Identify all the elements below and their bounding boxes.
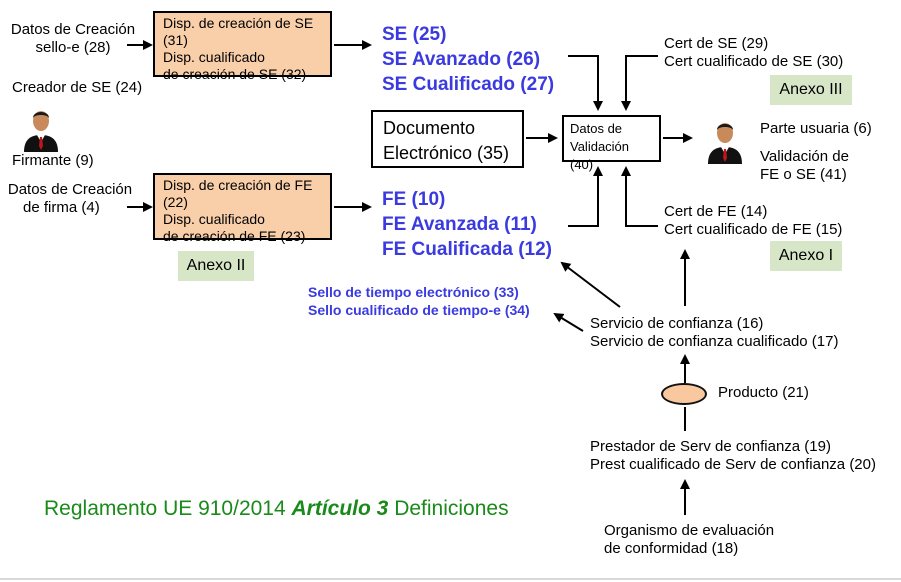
disp-fe-line3: de creación de FE (23) [163, 228, 306, 244]
sello-tiempo-33: Sello de tiempo electrónico (33) [308, 284, 519, 300]
fe-cualificada-12: FE Cualificada (12) [382, 239, 552, 260]
cert-se-label: Cert de SE (29) Cert cualificado de SE (… [664, 35, 843, 71]
datos-validacion-line1: Datos de [570, 121, 623, 136]
disp-creacion-se-box: Disp. de creación de SE (31) Disp. cuali… [153, 11, 332, 82]
cert-se-29: Cert de SE (29) [664, 35, 769, 52]
organismo-line2: de conformidad (18) [604, 540, 739, 557]
documento-line2: Electrónico (35) [383, 143, 510, 163]
prest-cualificado-20: Prest cualificado de Serv de confianza (… [590, 456, 876, 473]
disp-creacion-fe-box: Disp. de creación de FE (22) Disp. cuali… [153, 173, 332, 244]
disp-se-line2: Disp. cualificado [163, 49, 265, 65]
servicio-confianza-cualificado-17: Servicio de confianza cualificado (17) [590, 333, 839, 350]
servicio-confianza-16: Servicio de confianza (16) [590, 315, 764, 332]
arrow-servicio-sello [553, 312, 584, 332]
validacion-line1: Validación de [760, 148, 849, 165]
creador-se-label: Creador de SE (24) [12, 79, 143, 96]
cert-fe-14: Cert de FE (14) [664, 203, 768, 220]
se-avanzado-26: SE Avanzado (26) [382, 49, 541, 70]
producto-ellipse [661, 383, 707, 405]
se-cualificado-27: SE Cualificado (27) [382, 74, 555, 95]
title-part3: Definiciones [388, 497, 509, 520]
bottom-divider [0, 578, 901, 580]
reglamento-title: Reglamento UE 910/2014 Artículo 3 Defini… [44, 497, 509, 521]
servicio-confianza-label: Servicio de confianza (16) Servicio de c… [590, 315, 838, 351]
organismo-label: Organismo de evaluación de conformidad (… [604, 522, 774, 558]
parte-usuaria-person-icon [706, 118, 744, 169]
organismo-line1: Organismo de evaluación [604, 522, 775, 539]
cert-fe-label: Cert de FE (14) Cert cualificado de FE (… [664, 203, 842, 239]
title-articulo: Artículo 3 [291, 497, 389, 520]
disp-fe-line1: Disp. de creación de FE (22) [163, 177, 313, 210]
arrow-cert-se-validacion [621, 55, 658, 111]
documento-electronico-box: Documento Electrónico (35) [371, 110, 524, 168]
anexo-i-badge: Anexo I [770, 241, 842, 271]
firmante-person-icon [22, 106, 60, 157]
disp-se-line1: Disp. de creación de SE (31) [163, 15, 314, 48]
prestador-19: Prestador de Serv de confianza (19) [590, 438, 831, 455]
anexo-iii-badge: Anexo III [770, 75, 852, 105]
validacion-label: Validación de FE o SE (41) [760, 148, 849, 184]
cert-cualificado-se-30: Cert cualificado de SE (30) [664, 53, 844, 70]
arrow-fe-validacion [568, 166, 603, 227]
datos-se-line2: sello-e (28) [35, 39, 111, 56]
arrow-se-validacion [568, 55, 603, 111]
firmante-label: Firmante (9) [12, 152, 94, 169]
datos-creacion-firma-label: Datos de Creación de firma (4) [5, 181, 135, 217]
cert-cualificado-fe-15: Cert cualificado de FE (15) [664, 221, 843, 238]
datos-validacion-line2: Validación (40) [570, 139, 630, 172]
producto-label: Producto (21) [718, 384, 809, 401]
datos-fe-line2: de firma (4) [23, 199, 100, 216]
documento-line1: Documento [383, 118, 476, 138]
se-types: SE (25) SE Avanzado (26) SE Cualificado … [382, 22, 554, 97]
se-25: SE (25) [382, 24, 447, 45]
title-part1: Reglamento UE 910/2014 [44, 497, 292, 520]
fe-10: FE (10) [382, 189, 446, 210]
datos-creacion-sello-label: Datos de Creación sello-e (28) [8, 21, 138, 57]
sello-tiempo-texts: Sello de tiempo electrónico (33) Sello c… [308, 283, 530, 319]
disp-se-line3: de creación de SE (32) [163, 66, 307, 82]
fe-types: FE (10) FE Avanzada (11) FE Cualificada … [382, 187, 552, 262]
datos-fe-line1: Datos de Creación [7, 181, 133, 198]
arrow-cert-fe-validacion [621, 166, 658, 227]
sello-cualificado-34: Sello cualificado de tiempo-e (34) [308, 302, 530, 318]
anexo-ii-badge: Anexo II [178, 251, 254, 281]
prestador-label: Prestador de Serv de confianza (19) Pres… [590, 438, 876, 474]
disp-fe-line2: Disp. cualificado [163, 211, 265, 227]
fe-avanzada-11: FE Avanzada (11) [382, 214, 537, 235]
validacion-line2: FE o SE (41) [760, 166, 847, 183]
datos-se-line1: Datos de Creación [10, 21, 136, 38]
parte-usuaria-label: Parte usuaria (6) [760, 120, 872, 137]
datos-validacion-box: Datos de Validación (40) [562, 115, 661, 172]
arrow-servicio-fe [560, 261, 621, 308]
